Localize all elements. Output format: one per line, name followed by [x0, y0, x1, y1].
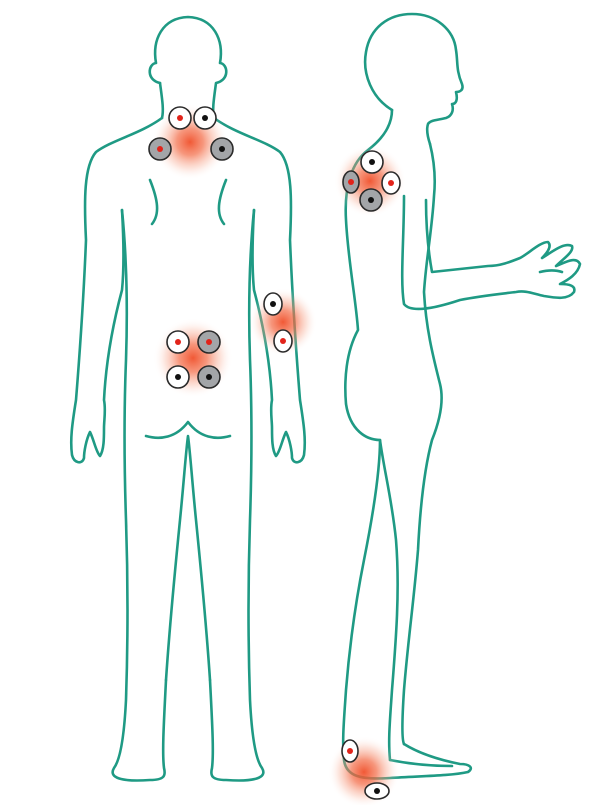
electrode-pad [343, 171, 359, 193]
side-hand-detail [540, 271, 562, 273]
electrode-pad [149, 138, 171, 160]
back-neck-outline [160, 83, 163, 118]
back-shoulder-blade-left [150, 180, 157, 224]
electrode-pad [361, 151, 383, 173]
back-left-arm-outer [71, 118, 162, 462]
electrode-pad [365, 783, 389, 799]
electrode-pad [211, 138, 233, 160]
back-shoulder-blade-right [219, 180, 226, 224]
electrode-pad [167, 366, 189, 388]
electrode-pad [194, 107, 216, 129]
electrode-pad [198, 366, 220, 388]
electrode-pad [264, 293, 282, 315]
electrode-pad [274, 330, 292, 352]
side-head-outline [365, 14, 462, 144]
side-front-outline [403, 144, 442, 744]
lower-back-glow [153, 318, 233, 398]
electrode-pad [167, 331, 189, 353]
side-view-figure [343, 14, 580, 778]
electrode-pad [382, 172, 400, 194]
electrode-pad [360, 189, 382, 211]
electrode-pad [169, 107, 191, 129]
side-arm-outline [402, 196, 580, 309]
back-inner-legs [166, 436, 210, 680]
ankle-glow [328, 736, 400, 805]
electrode-pad [342, 740, 358, 762]
electrode-pad [198, 331, 220, 353]
side-leg-inner [380, 440, 398, 760]
